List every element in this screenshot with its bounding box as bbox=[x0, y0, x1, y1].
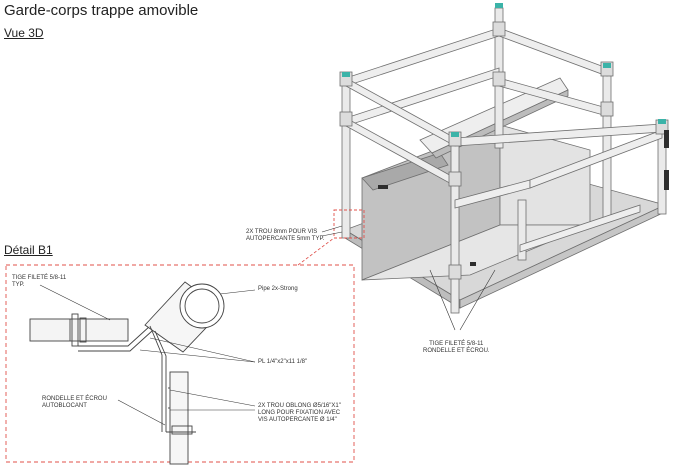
callout-rondelle-line1: RONDELLE ET ÉCROU bbox=[42, 396, 107, 402]
callout-oblong: 2X TROU OBLONG Ø5/16"X1" LONG POUR FIXAT… bbox=[258, 403, 341, 424]
detail-b1-drawing bbox=[29, 281, 225, 465]
callout-oblong-line1: 2X TROU OBLONG Ø5/16"X1" bbox=[258, 403, 341, 409]
callout-tige-3d-line2: RONDELLE ET ÉCROU. bbox=[423, 348, 490, 354]
detail-reference-box bbox=[333, 209, 365, 239]
detail-b1-label: Détail B1 bbox=[4, 243, 53, 257]
view-3d-label: Vue 3D bbox=[4, 26, 44, 40]
callout-tige-3d: TIGE FILETÉ 5/8-11 RONDELLE ET ÉCROU. bbox=[423, 341, 490, 355]
callout-oblong-line2: LONG POUR FIXATION AVEC bbox=[258, 410, 341, 416]
callout-trou-vis-line1: 2X TROU 8mm POUR VIS bbox=[246, 229, 318, 235]
drawing-title: Garde-corps trappe amovible bbox=[4, 2, 199, 19]
callout-tige-detail-line2: TYP. bbox=[12, 282, 25, 288]
callout-pipe: Pipe 2x-Strong bbox=[258, 286, 298, 292]
callout-trou-vis-line2: AUTOPERCANTE 5mm TYP. bbox=[246, 236, 325, 242]
callout-rondelle-line2: AUTOBLOCANT bbox=[42, 403, 87, 409]
callout-tige-3d-line1: TIGE FILETÉ 5/8-11 bbox=[429, 341, 484, 347]
callout-tige-detail-line1: TIGE FILETÉ 5/8-11 bbox=[12, 275, 67, 281]
post-cap-icon bbox=[342, 3, 666, 137]
callout-tige-detail: TIGE FILETÉ 5/8-11 TYP. bbox=[12, 275, 66, 289]
isometric-3d-view bbox=[339, 3, 669, 314]
callout-plate: PL 1/4"x2"x11 1/8" bbox=[258, 359, 308, 365]
callout-rondelle: RONDELLE ET ÉCROU AUTOBLOCANT bbox=[42, 396, 107, 410]
callout-trou-vis: 2X TROU 8mm POUR VIS AUTOPERCANTE 5mm TY… bbox=[246, 229, 324, 243]
callout-oblong-line3: VIS AUTOPERCANTE Ø 1/4" bbox=[258, 417, 337, 423]
